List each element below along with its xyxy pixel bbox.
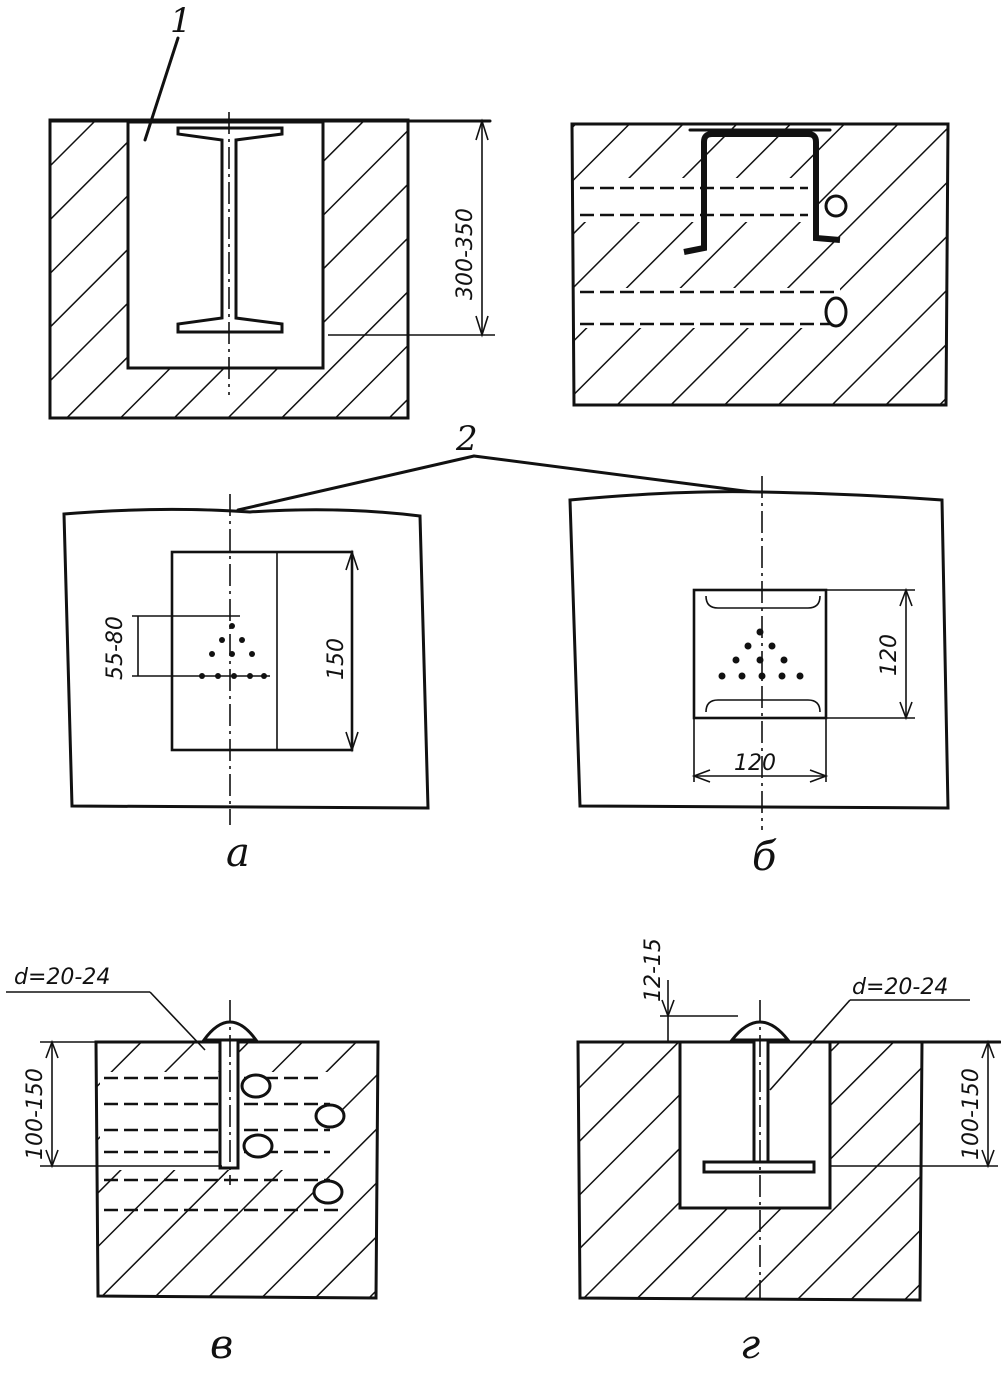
view-b-rebar-end: [824, 296, 848, 328]
view-g-bolt-head: [728, 1020, 792, 1042]
view-g-bolt-crossbar: [702, 1160, 816, 1174]
plan-b: 120 120 б: [568, 476, 950, 880]
plan-b-width-label: 120: [734, 751, 776, 776]
view-v-diameter-label: d=20-24: [14, 965, 110, 990]
view-v-bolt-head: [201, 1020, 259, 1042]
plan-a-height-label: 150: [324, 638, 349, 680]
caption-v: в: [210, 1322, 233, 1368]
caption-a: а: [226, 830, 250, 876]
view-v-section: d=20-24 100-150 в: [6, 965, 380, 1368]
view-a-i-beam: [176, 126, 284, 334]
view-g-bolt-shank: [752, 1038, 770, 1168]
view-v-rebar-4: [312, 1179, 344, 1205]
view-g-protrusion-label: 12-15: [641, 938, 666, 1002]
view-a-depth-label: 300-350: [453, 208, 478, 300]
view-v-bolt-shank: [218, 1038, 240, 1170]
view-v-depth-label: 100-150: [23, 1068, 48, 1160]
ref-label-2: 2: [455, 419, 478, 459]
caption-g: г: [740, 1322, 760, 1368]
plan-a: 150 55-80 а: [62, 494, 430, 876]
view-b-section: [570, 122, 950, 407]
view-v-rebar-2: [314, 1103, 346, 1129]
plan-b-height-label: 120: [877, 634, 902, 676]
plan-a-inner-label: 55-80: [103, 616, 128, 680]
plan-b-plate: [692, 588, 828, 720]
view-v-rebar-3: [242, 1133, 274, 1159]
ref-label-1: 1: [170, 1, 192, 41]
view-b-rebar-dot: [824, 194, 848, 218]
ref-leader-2: 2: [236, 419, 754, 512]
view-g-section: 12-15 d=20-24 100-150 г: [576, 938, 1001, 1368]
view-b-concrete-block: [570, 122, 950, 407]
view-v-rebar-1: [240, 1073, 272, 1099]
plan-b-anchor-dots: [718, 628, 804, 680]
view-b-bent-bar: [683, 131, 841, 255]
view-g-depth-label: 100-150: [959, 1068, 984, 1160]
plan-b-outline: [568, 490, 950, 810]
view-g-diameter-label: d=20-24: [852, 975, 948, 1000]
caption-b: б: [752, 834, 777, 880]
plan-a-outline: [62, 507, 430, 810]
plan-a-anchor-dots: [199, 623, 267, 679]
view-a-section: 300-350 1: [48, 1, 495, 420]
